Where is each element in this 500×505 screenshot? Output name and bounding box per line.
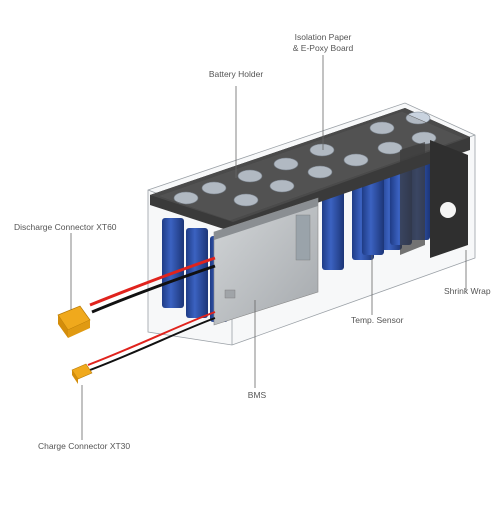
label-battery-holder: Battery Holder	[208, 69, 264, 79]
label-isolation-paper: Isolation Paper & E-Poxy Board	[293, 32, 353, 54]
label-discharge-connector: Discharge Connector XT60	[14, 222, 117, 232]
isolation-board	[159, 111, 463, 221]
label-charge-connector: Charge Connector XT30	[38, 441, 131, 451]
xt30-connector	[71, 363, 93, 384]
battery-holder-side	[400, 140, 468, 258]
label-bms: BMS	[247, 390, 267, 400]
discharge-wires	[89, 256, 216, 314]
label-shrink-wrap: Shrink Wrap	[444, 286, 491, 296]
leader-lines	[70, 55, 467, 440]
label-temp-sensor: Temp. Sensor	[351, 315, 404, 325]
label-isolation-paper-line1: Isolation Paper	[294, 32, 352, 42]
label-isolation-paper-line2: & E-Poxy Board	[292, 43, 354, 53]
xt60-connector	[57, 305, 91, 338]
charge-wires	[87, 311, 216, 371]
cell-caps	[173, 111, 437, 207]
bms-board	[213, 197, 319, 326]
